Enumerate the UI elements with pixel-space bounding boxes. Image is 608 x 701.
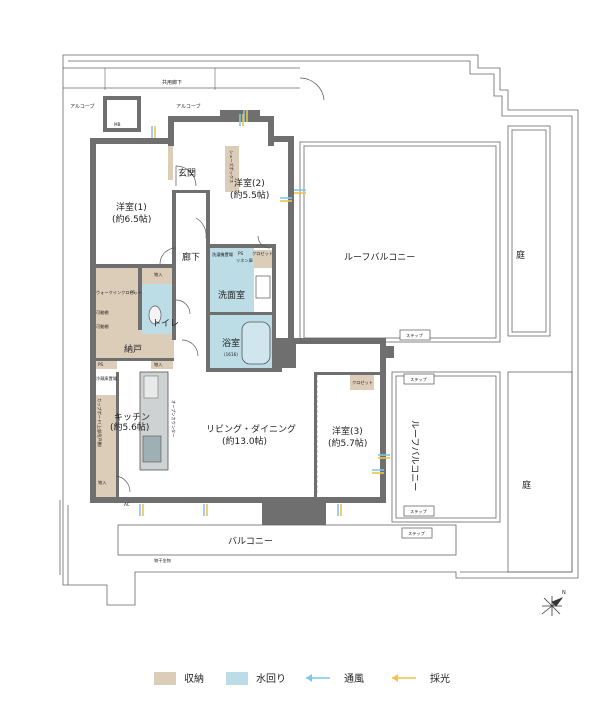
- walls: [90, 96, 394, 525]
- label-kitchen-size: (約5.6帖): [110, 421, 149, 433]
- label-nyuka-bottom: 物入: [98, 479, 107, 486]
- legend-water-label: 水回り: [256, 673, 286, 685]
- label-youshitsu3-size: (約5.7帖): [328, 437, 367, 449]
- legend-wind-label: 通風: [344, 673, 364, 685]
- label-step-2: ステップ: [410, 377, 428, 383]
- label-kyoyo-rouka: 共用廊下: [162, 79, 182, 86]
- label-step-1: ステップ: [406, 333, 424, 339]
- label-ps-c: PS: [98, 362, 104, 367]
- label-mb: MB: [114, 122, 121, 127]
- garden-lines: [507, 125, 573, 573]
- label-roof-balcony-1: ルーフバルコニー: [344, 252, 415, 263]
- label-ps-a: PS: [238, 251, 244, 256]
- label-yokushitsu-size: (1616): [224, 352, 238, 357]
- ventilation-marks: [139, 110, 390, 516]
- storage-fills: [94, 140, 374, 498]
- label-step-3: ステップ: [410, 509, 428, 515]
- label-walkin: ウォークインクロゼット: [96, 289, 142, 296]
- label-bottom-small: 物干金物: [154, 557, 171, 564]
- lighting-marks: [142, 110, 390, 516]
- compass-label: N: [562, 590, 566, 596]
- bathtub: [241, 321, 271, 365]
- label-step-4: ステップ: [408, 531, 426, 537]
- legend-storage-label: 収納: [184, 672, 204, 685]
- roof-balcony-2: [391, 371, 501, 539]
- label-youshitsu2: 洋室(2): [234, 177, 265, 189]
- label-kake2: 可動棚: [96, 323, 109, 330]
- toilet-fixture: [148, 305, 162, 325]
- label-alcove-left: アルコーブ: [70, 103, 95, 110]
- label-youshitsu1: 洋室(1): [116, 201, 147, 213]
- label-linen: リネン庫: [236, 257, 253, 264]
- doors: [115, 77, 325, 493]
- legend: 収納 水回り 通風 採光: [154, 672, 450, 685]
- label-youshitsu1-size: (約6.5帖): [112, 213, 151, 225]
- roof-balcony-1: [299, 141, 501, 343]
- label-ps-b: PS: [130, 290, 136, 295]
- label-senmenshitsu: 洗面室: [218, 289, 245, 301]
- label-kitchen: キッチン: [114, 412, 150, 423]
- label-nando: 納戸: [124, 343, 142, 355]
- label-nyuka-top: 物入: [154, 271, 163, 278]
- legend-light-label: 採光: [430, 672, 450, 685]
- label-balcony: バルコニー: [228, 536, 273, 547]
- label-ref: 冷蔵庫置場: [96, 375, 118, 382]
- label-yokushitsu: 浴室: [222, 337, 240, 349]
- label-roof-balcony-2: ルーフバルコニー: [409, 420, 420, 491]
- kitchen-counter: [139, 371, 169, 471]
- label-alcove-mid: アルコーブ: [176, 103, 201, 110]
- label-open-counter: オープンカウンター: [170, 400, 177, 437]
- label-toilet: トイレ: [152, 319, 179, 329]
- label-closet-2: クロゼット: [252, 250, 273, 257]
- label-living: リビング・ダイニング: [206, 423, 296, 435]
- legend-storage-swatch: [154, 672, 176, 685]
- label-genkan: 玄関: [178, 167, 196, 179]
- balcony-rail: [117, 524, 457, 556]
- label-closet-3: クロゼット: [352, 379, 373, 386]
- label-living-size: (約13.0帖): [222, 435, 267, 447]
- label-rouka: 廊下: [182, 251, 200, 263]
- compass-icon: [541, 596, 564, 616]
- legend-water-swatch: [226, 672, 248, 685]
- label-niwa-1: 庭: [516, 249, 525, 261]
- label-cupboard: カップボード(上部吊戸棚): [96, 398, 103, 448]
- label-ac: AC: [124, 502, 130, 507]
- label-nyuka-mid: 物入: [154, 361, 163, 368]
- legend-item-water: 水回り: [226, 672, 286, 685]
- label-shoe-box: シューズボックス: [228, 150, 235, 183]
- legend-item-wind: 通風: [306, 673, 364, 685]
- site-outline: [59, 54, 579, 606]
- legend-item-storage: 収納: [154, 672, 204, 685]
- compass: N: [541, 590, 566, 616]
- label-kake1: 可動棚: [96, 309, 109, 316]
- legend-item-light: 採光: [392, 672, 450, 685]
- label-niwa-2: 庭: [522, 479, 531, 491]
- label-youshitsu3: 洋室(3): [332, 425, 363, 437]
- label-washer: 洗濯機置場: [212, 251, 234, 258]
- label-youshitsu2-size: (約5.5帖): [230, 189, 269, 201]
- wash-basin: [255, 275, 271, 299]
